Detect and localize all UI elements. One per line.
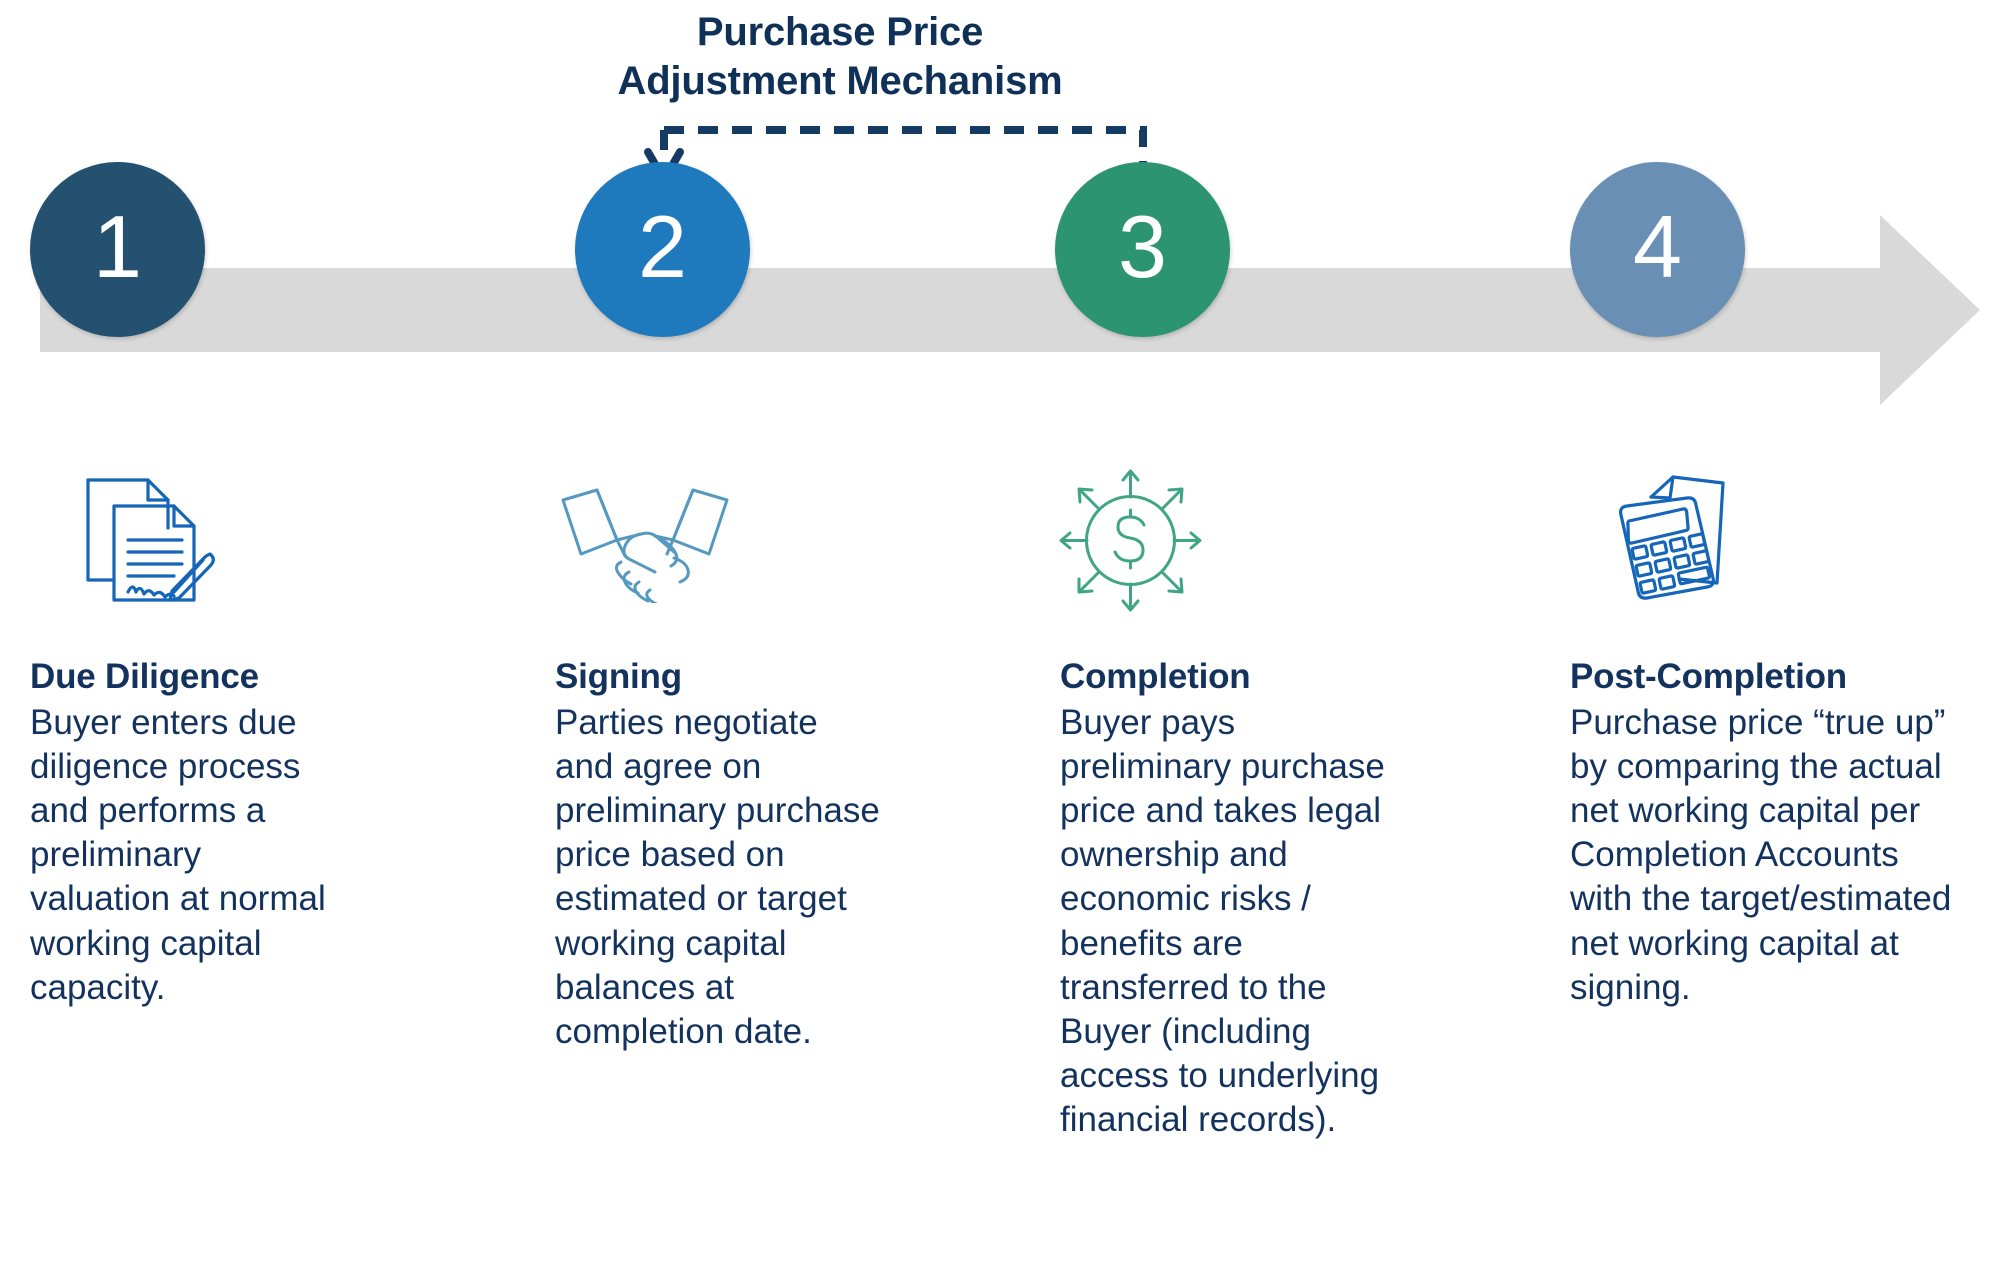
timeline-arrow [40, 215, 1980, 405]
step-body-3: Buyer pays preliminary purchase price an… [1060, 703, 1385, 1139]
step-circle-4[interactable]: 4 [1570, 162, 1745, 337]
step-number-3: 3 [1118, 196, 1167, 296]
document-signature-icon [86, 477, 215, 602]
step-heading-2: Signing [555, 657, 682, 696]
icon-slot-4 [1570, 465, 1770, 605]
step-body-1: Buyer enters due diligence process and p… [30, 703, 326, 1007]
page-title: Purchase Price Adjustment Mechanism [560, 8, 1120, 106]
step-body-4: Purchase price “true up” by comparing th… [1570, 703, 1952, 1007]
calculator-document-icon [1619, 475, 1725, 600]
step-text-2: Signing Parties negotiate and agree on p… [555, 655, 885, 1054]
title-line-2: Adjustment Mechanism [617, 58, 1063, 103]
step-number-4: 4 [1633, 196, 1682, 296]
step-heading-3: Completion [1060, 657, 1251, 696]
step-heading-4: Post-Completion [1570, 657, 1847, 696]
step-circle-1[interactable]: 1 [30, 162, 205, 337]
step-circle-3[interactable]: 3 [1055, 162, 1230, 337]
step-number-1: 1 [93, 196, 142, 296]
step-heading-1: Due Diligence [30, 657, 259, 696]
icon-slot-2 [545, 470, 745, 610]
step-circle-2[interactable]: 2 [575, 162, 750, 337]
step-body-2: Parties negotiate and agree on prelimina… [555, 703, 880, 1051]
icon-slot-3 [1030, 469, 1230, 611]
title-line-1: Purchase Price [696, 10, 984, 54]
icon-slot-1 [45, 465, 245, 605]
step-number-2: 2 [638, 196, 687, 296]
handshake-icon [561, 488, 729, 603]
step-text-3: Completion Buyer pays preliminary purcha… [1060, 655, 1385, 1142]
dollar-distribution-icon [1059, 469, 1201, 611]
step-text-4: Post-Completion Purchase price “true up”… [1570, 655, 1970, 1010]
step-text-1: Due Diligence Buyer enters due diligence… [30, 655, 350, 1010]
